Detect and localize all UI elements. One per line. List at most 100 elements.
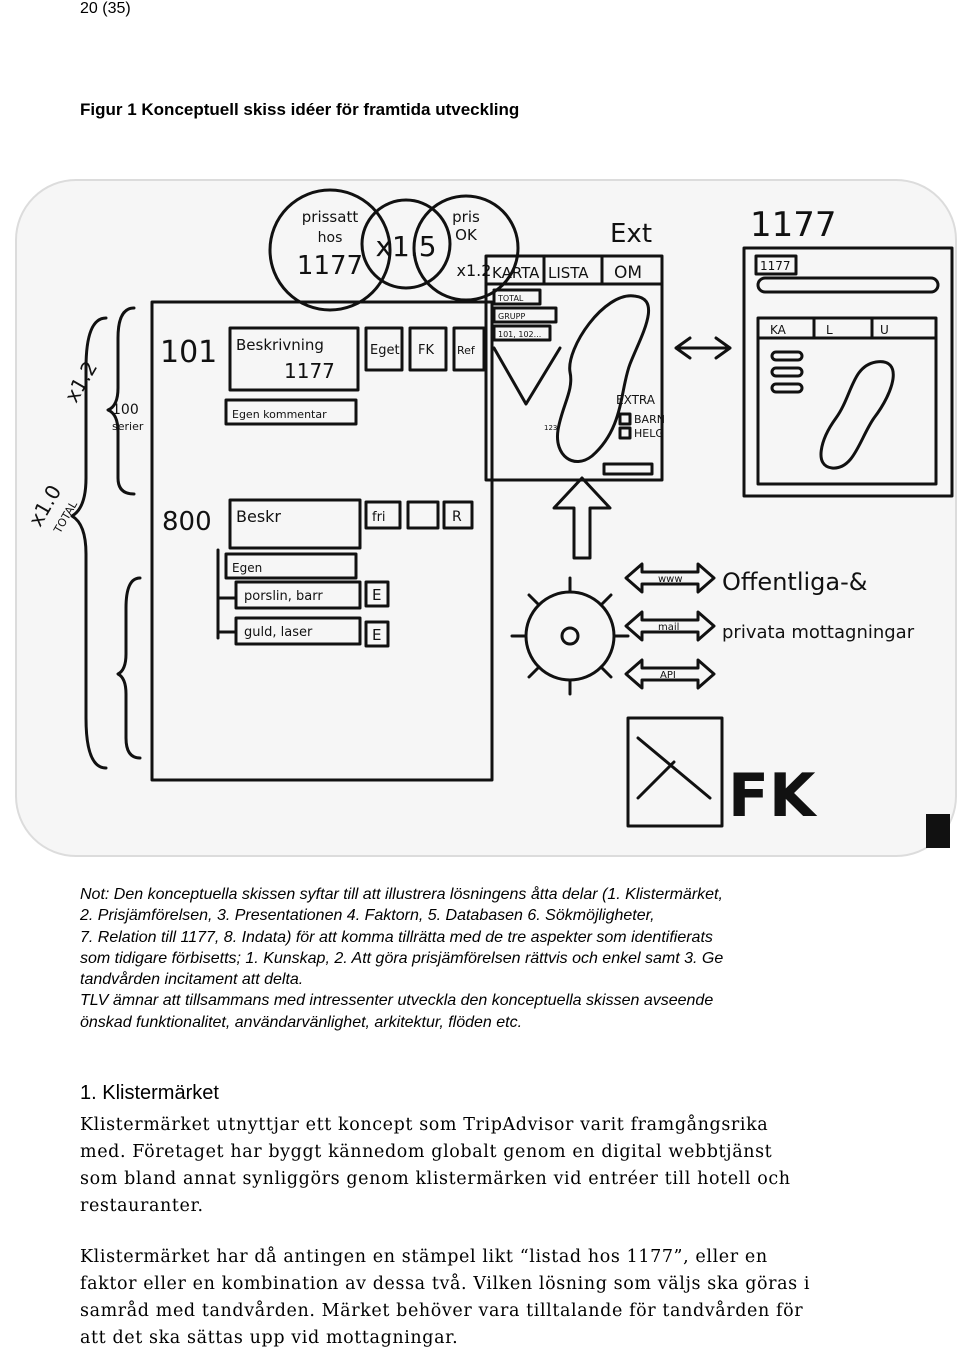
btn-r [442, 500, 474, 530]
item-1-label: porslin, barr [244, 589, 323, 604]
btn-eget [364, 326, 404, 372]
btn-e2-label: E [372, 626, 381, 644]
site-logo-box [754, 254, 798, 276]
receivers-line-1: Offentliga-& [722, 568, 867, 596]
btn-e1 [364, 580, 390, 608]
comment-box-1-label: Egen kommentar [232, 408, 327, 421]
site-panel [742, 246, 954, 498]
arrow-map-site [674, 336, 732, 360]
site-label: 1177 [750, 205, 837, 245]
frame-corner-mark [926, 814, 950, 848]
map-tab-lista: LISTA [548, 264, 589, 282]
brace-x12 [106, 306, 136, 496]
figure-title: Figur 1 Konceptuell skiss idéer för fram… [80, 100, 520, 119]
section-heading: 1. Klistermärket [80, 1082, 219, 1104]
note-line: önskad funktionalitet, användarvänlighet… [80, 1013, 523, 1031]
site-tab-1: KA [770, 323, 787, 337]
btn-ref-label: Ref [457, 344, 476, 357]
code-101: 101 [160, 335, 217, 370]
scale-100-line-2: serier [112, 420, 144, 433]
arrow-www [624, 562, 716, 594]
bubble-3-line-3: x1.2 [457, 261, 492, 280]
desc-box-1-line-2: 1177 [284, 359, 335, 383]
btn-mid [406, 500, 440, 530]
site-search-bar [756, 276, 940, 294]
bubble-pris-ok [412, 194, 520, 302]
paragraph-line: som bland annat synliggörs genom klister… [80, 1169, 791, 1189]
note-line: Not: Den konceptuella skissen syftar til… [80, 886, 723, 903]
note-line: 2. Prisjämförelsen, 3. Presentationen 4.… [80, 907, 655, 925]
btn-ref [452, 326, 486, 372]
btn-fri [364, 500, 402, 530]
arrow-api [624, 658, 716, 690]
bubble-prissatt [268, 188, 392, 312]
site-content-box [756, 316, 938, 486]
paragraph-2: Klistermärket har då antingen en stämpel… [80, 1244, 880, 1352]
comment-box-1 [224, 398, 358, 426]
bubble-3-line-1: pris [452, 208, 480, 226]
desc-box-1-line-1: Beskrivning [236, 336, 324, 354]
bubble-3-line-2: OK [455, 226, 478, 244]
map-filter-total: TOTAL [497, 294, 524, 303]
concept-sketch: prissatt hos 1177 x1.5 pris OK x1.2 Ext … [15, 179, 957, 857]
map-number: 123 [544, 424, 557, 432]
brace-total [70, 316, 108, 770]
site-logo: 1177 [760, 259, 791, 273]
btn-fk-label: FK [418, 343, 434, 358]
map-tab-karta: KARTA [492, 264, 540, 282]
paragraph-line: samråd med tandvården. Märket behöver va… [80, 1301, 804, 1321]
page-number: 20 (35) [80, 0, 131, 17]
btn-r-label: R [452, 509, 462, 525]
comment-box-2 [224, 552, 358, 580]
scale-100-line-1: 100 [112, 402, 139, 418]
paragraph-line: Klistermärket har då antingen en stämpel… [80, 1247, 768, 1267]
arrow-label-www: www [658, 574, 683, 585]
paragraph-line: faktor eller en kombination av dessa två… [80, 1274, 811, 1294]
btn-e1-label: E [372, 586, 381, 604]
note-line: TLV ämnar att tillsammans med intressent… [80, 992, 714, 1010]
note-line: 7. Relation till 1177, 8. Indata) för at… [80, 928, 713, 946]
map-extra-title: EXTRA [616, 393, 656, 407]
brace-lower [116, 576, 142, 760]
bubble-2-label: x1.5 [375, 230, 436, 263]
desc-box-2 [228, 498, 362, 550]
item-box-1 [234, 580, 362, 610]
note-line: som tidigare förbisetts; 1. Kunskap, 2. … [80, 949, 724, 967]
arrow-up-gear [552, 476, 612, 560]
paragraph-1: Klistermärket utnyttjar ett koncept som … [80, 1112, 880, 1220]
map-extra-barn: BARN [634, 413, 665, 426]
arrow-mail [624, 610, 716, 642]
bubble-1-line-2: hos [318, 230, 343, 246]
btn-e2 [364, 620, 390, 648]
arrow-label-api: API [660, 670, 676, 681]
map-island [556, 294, 651, 463]
paragraph-line: Klistermärket utnyttjar ett koncept som … [80, 1115, 769, 1135]
site-tab-2: L [826, 323, 833, 337]
map-extra-helg: HELG [634, 427, 664, 440]
funnel [492, 346, 562, 406]
paragraph-line: restauranter. [80, 1196, 204, 1216]
btn-eget-label: Eget [370, 343, 400, 358]
btn-fk [408, 326, 448, 372]
desc-box-1 [228, 326, 360, 392]
receivers-line-2: privata mottagningar [722, 622, 915, 643]
figure-note: Not: Den konceptuella skissen syftar til… [80, 884, 870, 1033]
bubble-1-line-3: 1177 [297, 251, 363, 281]
code-800: 800 [162, 507, 212, 537]
map-filter-codes: 101, 102... [498, 330, 541, 339]
desc-box-2-label: Beskr [236, 507, 281, 526]
bubble-1-line-1: prissatt [302, 208, 359, 226]
site-tab-3: U [880, 323, 889, 337]
comment-box-2-label: Egen [232, 561, 262, 575]
fk-logo-square [626, 716, 724, 828]
paragraph-line: med. Företaget har byggt kännedom global… [80, 1142, 773, 1162]
map-filter-grupp: GRUPP [498, 312, 525, 321]
note-line: tandvården incitament att delta. [80, 971, 304, 989]
btn-fri-label: fri [372, 510, 386, 525]
bubble-x15 [360, 198, 452, 290]
map-scrollbar [602, 462, 654, 476]
map-tab-om: OM [614, 263, 642, 283]
paragraph-line: att det ska sättas upp vid mottagningar. [80, 1328, 459, 1348]
map-panel [484, 254, 664, 482]
left-panel [150, 300, 494, 782]
